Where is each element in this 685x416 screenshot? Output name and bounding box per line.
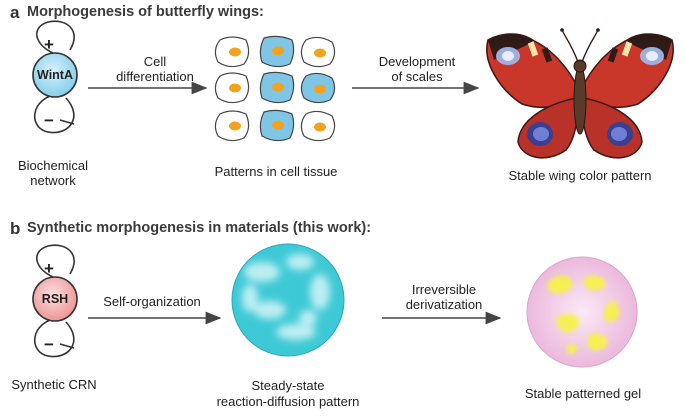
wnta-node-label: WintA [37, 68, 73, 82]
positive-loop-a [36, 20, 75, 57]
butterfly-label: Stable wing color pattern [508, 168, 652, 183]
plus-sign-b: + [44, 259, 54, 278]
wnta-network [32, 20, 78, 134]
pattern-label-line-2: reaction-diffusion pattern [216, 394, 360, 409]
rsh-network [32, 244, 78, 358]
butterfly-illustration [486, 28, 674, 159]
synthetic-crn-label: Synthetic CRN [11, 377, 97, 392]
irreversible-derivatization-label: Irreversible derivatization [405, 282, 483, 312]
rsh-node [32, 276, 78, 322]
biochemical-network-label: Biochemical network [17, 158, 89, 188]
cell-differentiation-label: Cell differentiation [116, 54, 194, 84]
positive-loop-b [36, 244, 75, 281]
development-of-scales-label: Development of scales [378, 54, 456, 84]
panel-b-letter: b [10, 219, 21, 238]
wnta-node [32, 52, 78, 98]
gel-label: Stable patterned gel [524, 386, 642, 401]
negative-loop-a [33, 93, 75, 134]
negative-loop-b [33, 317, 75, 358]
panel-b-title: Synthetic morphogenesis in materials (th… [27, 220, 372, 236]
minus-sign-b: − [44, 335, 54, 354]
patterned-gel [526, 256, 638, 368]
self-organization-label: Self-organization [103, 294, 201, 309]
pattern-label-line-1: Steady-state [251, 378, 325, 393]
plus-sign-a: + [44, 35, 54, 54]
panel-a-letter: a [10, 3, 20, 22]
reaction-diffusion-pattern [231, 243, 345, 357]
cells-label: Patterns in cell tissue [214, 164, 338, 179]
panel-a-title: Morphogenesis of butterfly wings: [27, 4, 264, 20]
cell-nuclei [229, 46, 326, 132]
rsh-node-label: RSH [41, 292, 69, 306]
minus-sign-a: − [44, 111, 54, 130]
